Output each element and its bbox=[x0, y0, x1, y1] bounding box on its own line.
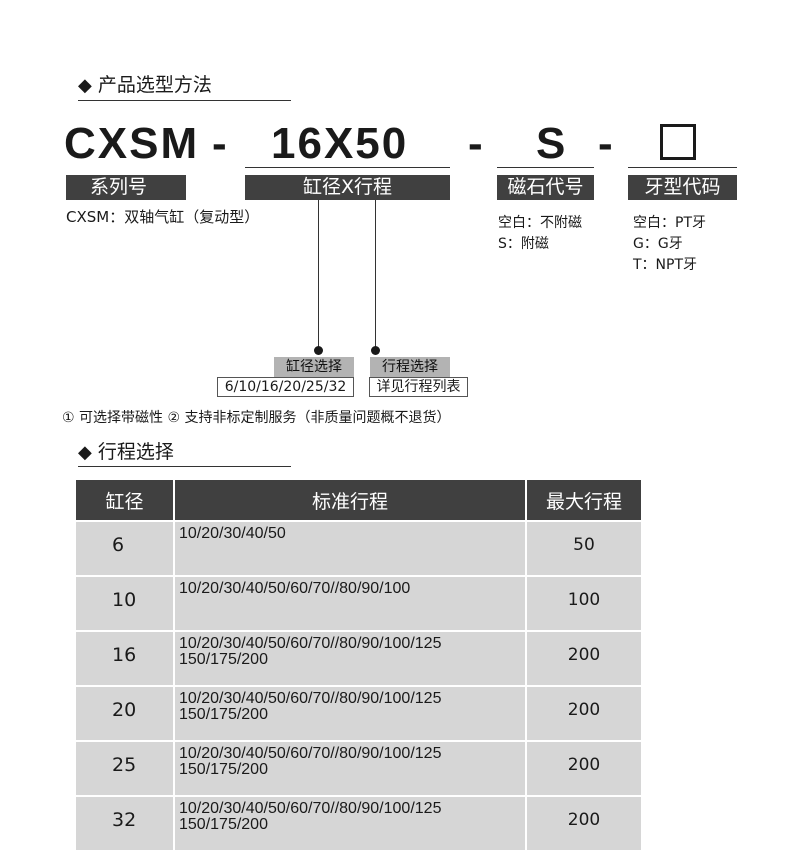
header-bore: 缸径 bbox=[76, 480, 175, 520]
bore-select-value: 6/10/16/20/25/32 bbox=[217, 377, 354, 397]
magnet-option-1: 空白：不附磁 bbox=[498, 215, 582, 231]
stroke-connector-line bbox=[375, 200, 376, 350]
bore-connector-line bbox=[318, 200, 319, 350]
cell-max: 50 bbox=[527, 522, 641, 575]
section-title-underline bbox=[78, 100, 291, 101]
thread-option-3: T：NPT牙 bbox=[633, 257, 698, 273]
code-series: CXSM bbox=[64, 119, 200, 168]
label-magnet: 磁石代号 bbox=[497, 175, 594, 200]
label-bore-stroke: 缸径X行程 bbox=[245, 175, 450, 200]
cell-strokes: 10/20/30/40/50/60/70//80/90/100/125 150/… bbox=[175, 632, 527, 685]
section-title-underline bbox=[78, 466, 291, 467]
cell-strokes: 10/20/30/40/50/60/70//80/90/100/125 150/… bbox=[175, 742, 527, 795]
code-underline-thread bbox=[628, 167, 737, 168]
header-standard-stroke: 标准行程 bbox=[175, 480, 527, 520]
stroke-table: 缸径 标准行程 最大行程 6 10/20/30/40/50 50 10 10/2… bbox=[76, 478, 641, 852]
stroke-connector-dot bbox=[371, 346, 380, 355]
cell-strokes: 10/20/30/40/50/60/70//80/90/100/125 150/… bbox=[175, 687, 527, 740]
cell-max: 200 bbox=[527, 632, 641, 685]
diamond-icon: ◆ bbox=[78, 442, 92, 463]
cell-strokes: 10/20/30/40/50/60/70//80/90/100/125 150/… bbox=[175, 797, 527, 850]
table-row: 10 10/20/30/40/50/60/70//80/90/100 100 bbox=[76, 577, 641, 630]
cell-strokes: 10/20/30/40/50 bbox=[175, 522, 527, 575]
label-series: 系列号 bbox=[66, 175, 186, 200]
cell-max: 200 bbox=[527, 797, 641, 850]
cell-bore: 25 bbox=[76, 742, 175, 795]
code-thread-box bbox=[660, 124, 696, 160]
thread-option-1: 空白：PT牙 bbox=[633, 215, 706, 231]
magnet-option-2: S：附磁 bbox=[498, 236, 549, 252]
stroke-select-title: 行程选择 bbox=[370, 357, 450, 377]
section-title-selection: ◆产品选型方法 bbox=[78, 74, 212, 96]
table-row: 6 10/20/30/40/50 50 bbox=[76, 522, 641, 575]
cell-bore: 32 bbox=[76, 797, 175, 850]
cell-strokes: 10/20/30/40/50/60/70//80/90/100 bbox=[175, 577, 527, 630]
table-row: 32 10/20/30/40/50/60/70//80/90/100/125 1… bbox=[76, 797, 641, 850]
header-max-stroke: 最大行程 bbox=[527, 480, 641, 520]
table-row: 16 10/20/30/40/50/60/70//80/90/100/125 1… bbox=[76, 632, 641, 685]
code-underline-bore bbox=[245, 167, 450, 168]
thread-option-2: G：G牙 bbox=[633, 236, 683, 252]
label-thread: 牙型代码 bbox=[628, 175, 737, 200]
cell-bore: 6 bbox=[76, 522, 175, 575]
code-dash-1: - bbox=[212, 119, 229, 168]
code-dash-2: - bbox=[468, 119, 485, 168]
code-bore-stroke: 16X50 bbox=[271, 119, 409, 168]
cell-max: 200 bbox=[527, 742, 641, 795]
cell-max: 100 bbox=[527, 577, 641, 630]
table-header-row: 缸径 标准行程 最大行程 bbox=[76, 480, 641, 520]
section-title-stroke: ◆行程选择 bbox=[78, 441, 174, 463]
series-description: CXSM：双轴气缸（复动型） bbox=[66, 208, 260, 226]
cell-bore: 16 bbox=[76, 632, 175, 685]
bore-select-title: 缸径选择 bbox=[274, 357, 354, 377]
stroke-select-value: 详见行程列表 bbox=[369, 377, 468, 397]
cell-bore: 10 bbox=[76, 577, 175, 630]
diamond-icon: ◆ bbox=[78, 75, 92, 96]
notes-text: ① 可选择带磁性 ② 支持非标定制服务（非质量问题概不退货） bbox=[62, 410, 451, 426]
cell-max: 200 bbox=[527, 687, 641, 740]
cell-bore: 20 bbox=[76, 687, 175, 740]
code-dash-3: - bbox=[598, 119, 615, 168]
code-underline-magnet bbox=[497, 167, 594, 168]
table-row: 25 10/20/30/40/50/60/70//80/90/100/125 1… bbox=[76, 742, 641, 795]
bore-connector-dot bbox=[314, 346, 323, 355]
code-magnet: S bbox=[536, 119, 568, 168]
table-row: 20 10/20/30/40/50/60/70//80/90/100/125 1… bbox=[76, 687, 641, 740]
